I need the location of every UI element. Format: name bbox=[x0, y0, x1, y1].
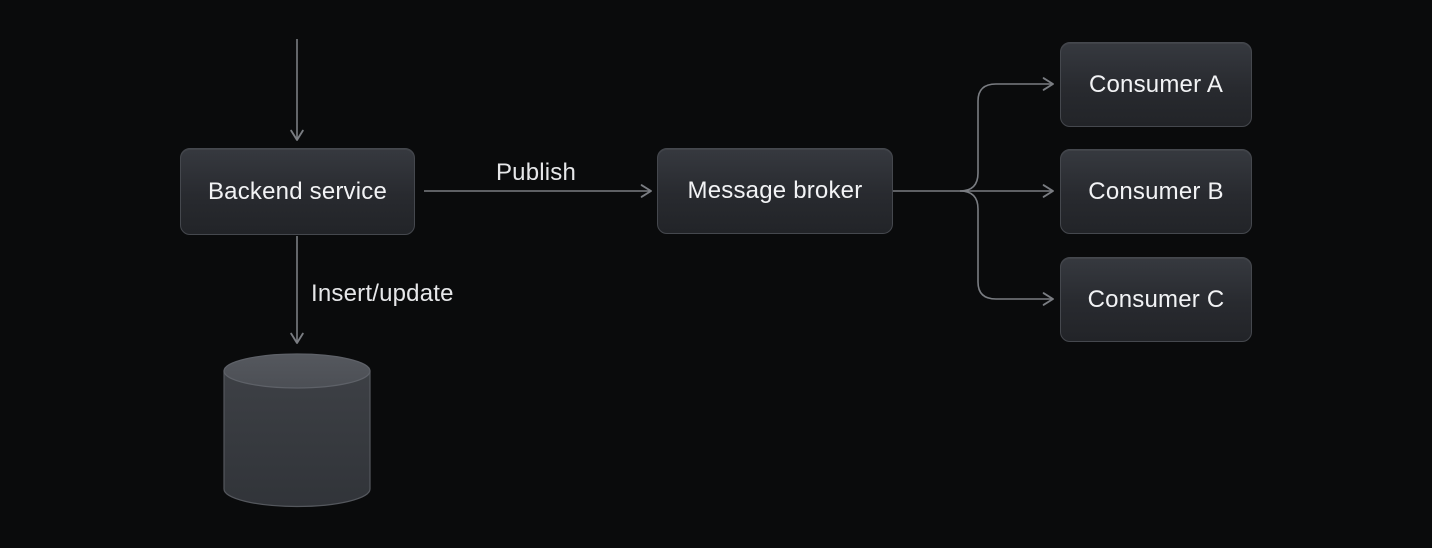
consumer-b-label: Consumer B bbox=[1088, 177, 1224, 205]
fanout-arrow-consumer-c bbox=[959, 190, 1054, 306]
consumer-c-label: Consumer C bbox=[1087, 285, 1225, 313]
backend-service-label: Backend service bbox=[207, 177, 388, 205]
consumer-a-node: Consumer A bbox=[1060, 42, 1252, 127]
consumer-c-node: Consumer C bbox=[1060, 257, 1252, 342]
database-cylinder-icon bbox=[223, 353, 371, 508]
insert-update-edge-label: Insert/update bbox=[311, 280, 454, 307]
message-broker-label: Message broker bbox=[687, 177, 863, 204]
consumer-b-node: Consumer B bbox=[1060, 149, 1252, 234]
publish-edge-label: Publish bbox=[495, 159, 577, 186]
consumer-a-label: Consumer A bbox=[1088, 70, 1224, 98]
backend-service-node: Backend service bbox=[180, 148, 415, 235]
fanout-arrow-consumer-a bbox=[959, 77, 1054, 192]
message-broker-node: Message broker bbox=[657, 148, 893, 234]
